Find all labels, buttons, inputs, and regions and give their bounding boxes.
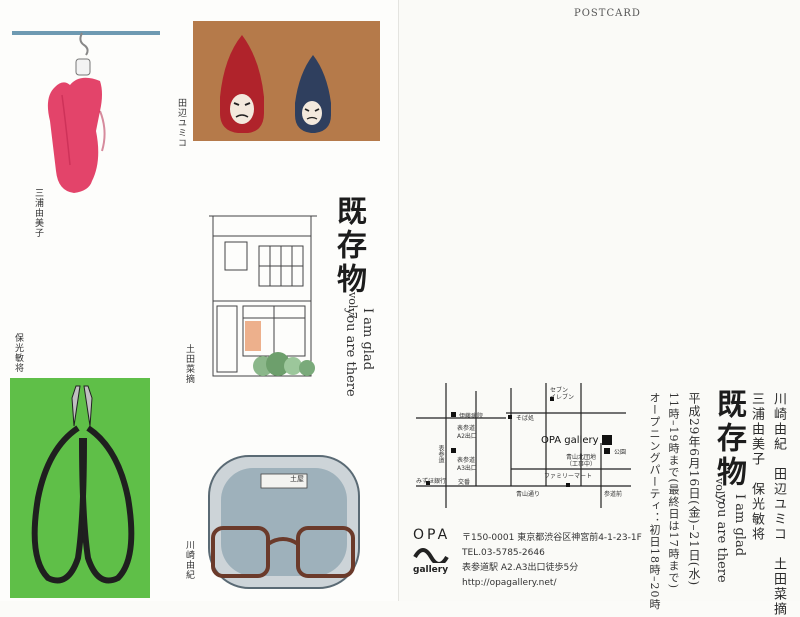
map-aoyama-site: 青山北団地 bbox=[566, 454, 597, 461]
map-familymart: ファミリーマート bbox=[544, 473, 593, 480]
map-mizuho-bank: みずほ銀行 bbox=[416, 478, 447, 485]
access-map: 伊藤病院 表参道 A2出口 表参道 A3出口 表参道 セブン イレブン そば処 … bbox=[416, 383, 631, 513]
artists-list-line2: 三浦由美子 保光敏将 bbox=[749, 392, 764, 542]
back-subtitle-line1: I am glad bbox=[732, 494, 747, 557]
glasses-case-label: 土屋 bbox=[290, 475, 304, 483]
subtitle-line1: I am glad bbox=[360, 308, 375, 371]
map-aoyama-street: 青山通り bbox=[516, 491, 541, 498]
map-soba: そば処 bbox=[516, 415, 535, 422]
scissors-artwork bbox=[10, 378, 150, 598]
map-seven: セブン bbox=[550, 387, 569, 394]
map-construction: （工事中） bbox=[566, 461, 597, 468]
map-koban: 交番 bbox=[458, 479, 471, 486]
postcard-label: POSTCARD bbox=[574, 8, 641, 19]
back-exhibition-title: 既存物 bbox=[711, 388, 746, 490]
exhibition-title: 既存物 bbox=[331, 195, 366, 297]
telephone: TEL.03-5785-2646 bbox=[462, 548, 545, 558]
building-artwork bbox=[203, 206, 323, 384]
map-a3-exit: A3出口 bbox=[457, 465, 477, 472]
map-omotesando-a3: 表参道 bbox=[457, 457, 476, 464]
artist-label-miura: 三浦由美子 bbox=[33, 188, 43, 238]
map-a2-exit: A2出口 bbox=[457, 433, 477, 440]
back-subtitle-line2: you are there bbox=[714, 494, 729, 583]
artist-label-hokou: 保光敏将 bbox=[13, 333, 23, 373]
subtitle-line2: you are there bbox=[343, 308, 358, 397]
postal-address: 〒150-0001 東京都渋谷区神宮前4-1-23-1F bbox=[462, 533, 642, 543]
opening-party: オープニングパーティ：初日18時–20時 bbox=[648, 392, 661, 611]
back-volume-number: vol.7 bbox=[713, 478, 726, 505]
artist-label-tanabe: 田辺ユミコ bbox=[176, 98, 186, 148]
map-opa-gallery: OPA gallery bbox=[541, 435, 599, 446]
map-sando-street-vertical: 表参道 bbox=[437, 445, 444, 463]
opa-gallery-logo: OPA gallery bbox=[413, 527, 453, 591]
volume-number: vol.7 bbox=[346, 292, 359, 319]
artist-label-tsuchida: 土田菜摘 bbox=[184, 344, 194, 384]
station-access: 表参道駅 A2.A3出口徒歩5分 bbox=[462, 563, 579, 573]
postcard-front: 三浦由美子 田辺ユミコ 既存物 vol.7 I am glad you are … bbox=[0, 0, 398, 601]
glasses-artwork: 土屋 bbox=[203, 448, 368, 598]
artists-list-line1: 川崎由紀 田辺ユミコ 土田菜摘 bbox=[771, 392, 786, 617]
daruma-artwork bbox=[193, 21, 380, 141]
map-sando-street: 参道前 bbox=[604, 491, 623, 498]
exhibition-hours: 11時–19時まで(最終日は17時まで) bbox=[667, 392, 680, 590]
map-omotesando-a2: 表参道 bbox=[457, 425, 476, 432]
map-eleven: イレブン bbox=[550, 394, 575, 401]
website-url[interactable]: http://opagallery.net/ bbox=[462, 578, 557, 588]
map-itou-hospital: 伊藤病院 bbox=[459, 413, 484, 420]
artist-label-kawasaki: 川崎由紀 bbox=[184, 540, 194, 580]
map-park: 公園 bbox=[614, 449, 627, 456]
logo-text-gallery: gallery bbox=[413, 565, 449, 575]
glove-artwork bbox=[10, 25, 165, 205]
logo-text-opa: OPA bbox=[413, 527, 451, 543]
logo-mark bbox=[413, 548, 449, 566]
postcard-back: POSTCARD 川崎由紀 田辺ユミコ 土田菜摘 三浦由美子 保光敏将 既存物 … bbox=[398, 0, 800, 617]
exhibition-dates: 平成29年6月16日(金)–21日(水) bbox=[687, 392, 701, 587]
